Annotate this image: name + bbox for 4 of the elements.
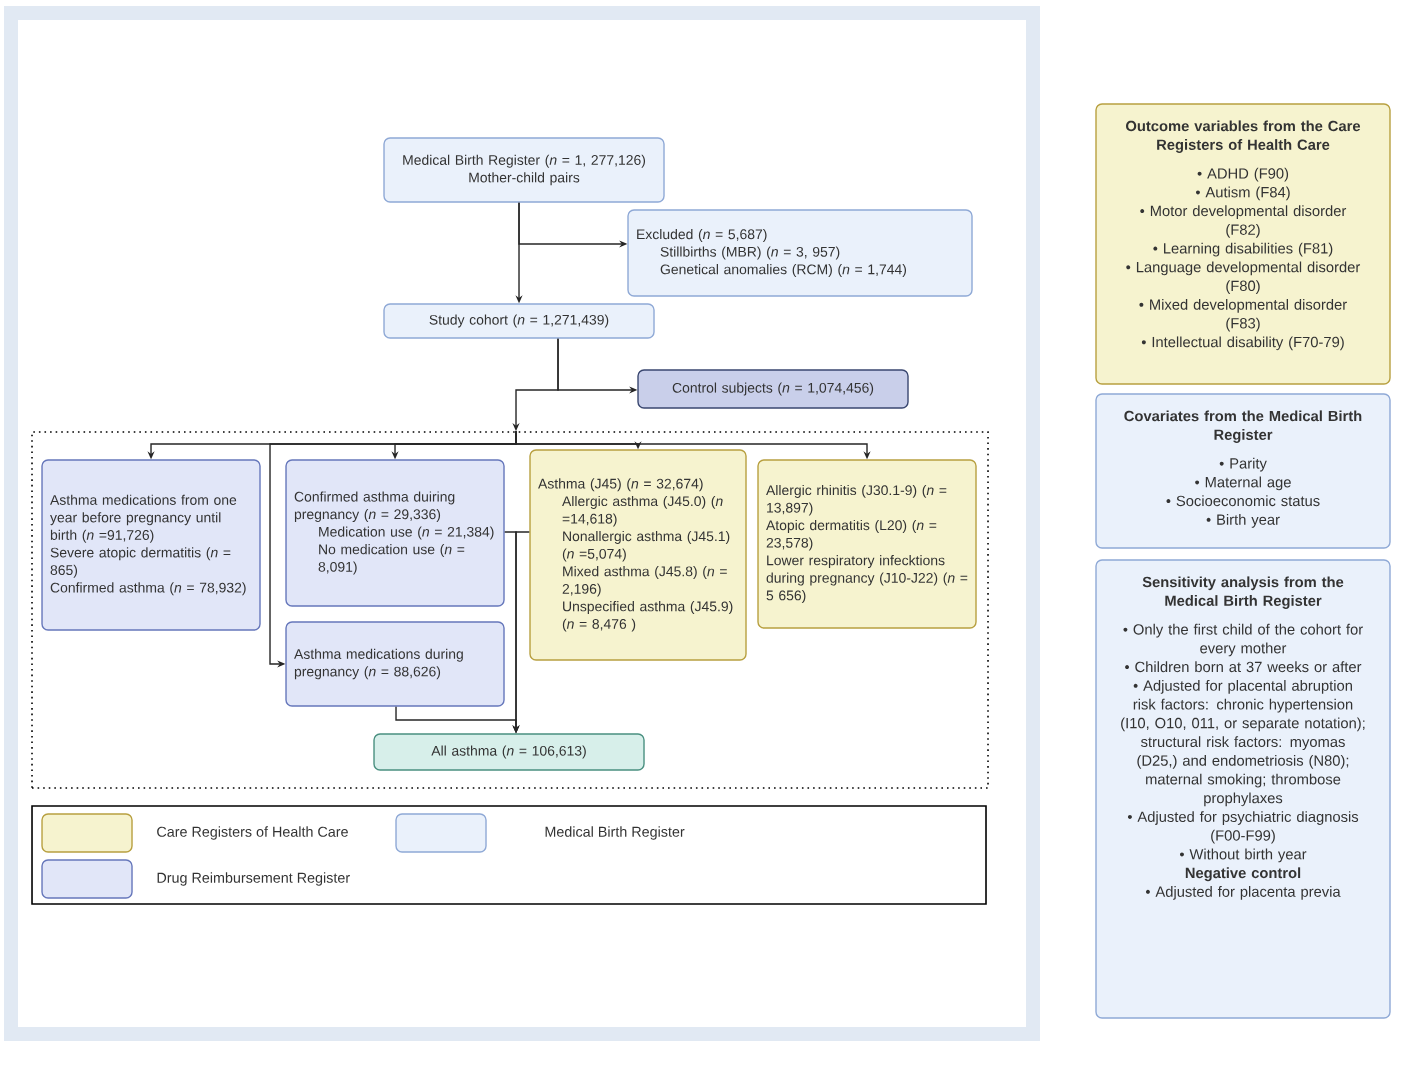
dotted-frame — [31, 431, 989, 789]
info-panel — [1095, 559, 1391, 1019]
info-panel — [1095, 103, 1391, 385]
info-panel — [1095, 393, 1391, 549]
